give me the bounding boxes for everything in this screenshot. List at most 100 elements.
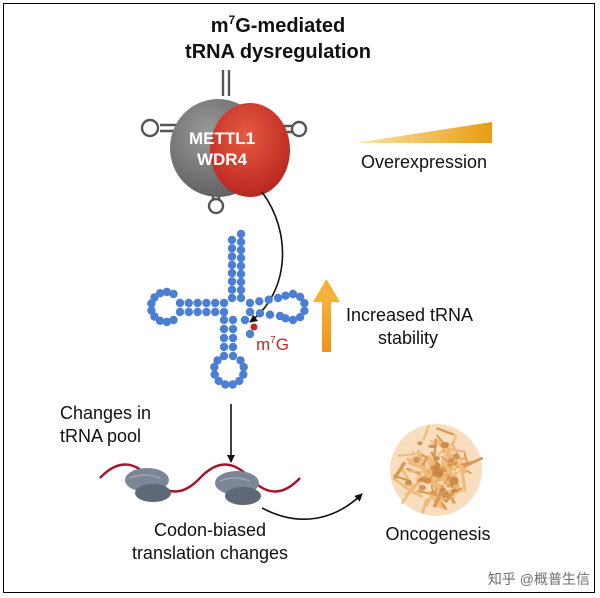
tumor-cell-fiber <box>393 461 406 479</box>
trna-bead <box>155 289 165 298</box>
tumor-cell-fiber <box>400 467 415 491</box>
tumor-cell-fiber <box>427 467 436 482</box>
trna-bead <box>245 298 255 308</box>
oncogenesis-arrow <box>261 493 363 520</box>
trna-bead <box>227 285 237 294</box>
trna-bead <box>219 351 229 361</box>
tumor-cell-mass <box>390 424 484 516</box>
trna-bead <box>281 314 290 323</box>
trna-bead <box>236 229 246 239</box>
trna-bead <box>227 235 237 245</box>
tumor-cell-fiber <box>420 465 437 488</box>
title-line1: m7G-mediated <box>211 13 346 37</box>
trna-bead <box>175 298 185 308</box>
trna-bead <box>219 298 229 308</box>
trna-bead <box>147 306 156 315</box>
tumor-cell-nucleus <box>423 477 432 484</box>
trna-bead <box>162 287 172 297</box>
tumor-cell-nucleus <box>427 444 437 449</box>
tumor-cell-fiber <box>401 483 417 505</box>
trna-bead <box>228 324 238 334</box>
trna-bead <box>227 268 237 278</box>
tumor-cell-fiber <box>421 499 428 514</box>
trna-bead <box>236 269 246 279</box>
title-line2: tRNA dysregulation <box>185 41 371 63</box>
trna-bead <box>219 307 229 317</box>
tumor-cell-nucleus <box>450 488 459 493</box>
trna-bead <box>162 317 172 327</box>
trna-bead <box>193 307 202 317</box>
stability-label-line1: Increased tRNA <box>346 305 473 325</box>
trna-bead <box>211 307 220 317</box>
mettl1-wdr4-complex <box>170 99 290 197</box>
tumor-cell-nucleus <box>439 487 445 493</box>
trna-bead <box>295 313 305 322</box>
trna-bead <box>228 380 237 389</box>
trna-bead <box>221 380 230 389</box>
overexpression-wedge <box>355 122 492 143</box>
tumor-cell-nucleus <box>449 479 459 486</box>
trna-bead <box>228 315 238 325</box>
trna-bead <box>236 261 246 271</box>
tumor-cell-fiber <box>459 460 475 466</box>
tumor-cell-fiber <box>393 474 412 483</box>
pool-label-line2: tRNA pool <box>60 426 141 446</box>
translation-label-line2: translation changes <box>132 543 288 563</box>
tumor-cell-fiber <box>397 452 422 457</box>
trna-bead <box>265 310 275 319</box>
trna-cloverleaf <box>147 229 309 389</box>
trna-bead <box>255 309 265 318</box>
ribosome-2 <box>215 471 261 505</box>
trna-bead <box>169 315 178 325</box>
trna-bead <box>300 299 309 308</box>
tumor-cell-nucleus <box>453 453 460 460</box>
tumor-cell-nucleus <box>404 480 412 486</box>
translation-label-line1: Codon-biased <box>154 520 266 540</box>
trna-bead <box>236 245 246 255</box>
tumor-cell-fiber <box>422 424 430 441</box>
trna-bead <box>227 293 237 303</box>
stability-up-arrow <box>313 279 340 352</box>
trna-bead <box>236 237 246 247</box>
tumor-cell-fiber <box>451 442 463 464</box>
trna-bead <box>300 306 309 315</box>
trna-bead <box>239 362 248 372</box>
trna-bead <box>288 289 298 299</box>
tumor-cell-fiber <box>407 461 432 473</box>
tumor-cell-fiber <box>460 470 467 492</box>
trna-bead <box>239 370 248 379</box>
trna-bead <box>210 370 219 379</box>
trna-bead <box>264 295 273 304</box>
trna-bead <box>214 376 223 386</box>
stability-label-line2: stability <box>378 328 438 348</box>
trna-bead <box>227 244 237 253</box>
overexpression-label: Overexpression <box>361 152 487 172</box>
trna-bead <box>245 307 255 317</box>
trna-bead <box>169 289 178 299</box>
tumor-cell-fiber <box>445 435 458 453</box>
m7g-site-dot <box>250 323 258 331</box>
tumor-cell-fiber <box>416 490 438 496</box>
trna-bead <box>245 329 255 339</box>
tumor-cell-fiber <box>402 484 423 498</box>
tumor-cell-nucleus <box>413 456 421 463</box>
m7g-label: m7G <box>256 335 289 354</box>
trna-bead <box>288 315 298 325</box>
tumor-cell-nucleus <box>433 456 441 461</box>
complex-label-mettl1: METTL1 <box>189 129 255 148</box>
tumor-cell-fiber <box>440 459 457 481</box>
trna-bead <box>236 277 246 287</box>
trna-bead <box>273 293 283 303</box>
trna-bead <box>227 277 237 286</box>
tumor-cell-fiber <box>433 490 443 508</box>
trna-bead <box>228 351 238 361</box>
trna-bead <box>281 291 290 300</box>
trna-bead <box>295 292 305 301</box>
trna-bead <box>227 252 237 261</box>
trna-bead <box>184 298 193 308</box>
pool-label-line1: Changes in <box>60 403 151 423</box>
trna-bead <box>255 297 264 306</box>
trna-bead <box>236 285 246 295</box>
trna-bead <box>227 260 237 270</box>
